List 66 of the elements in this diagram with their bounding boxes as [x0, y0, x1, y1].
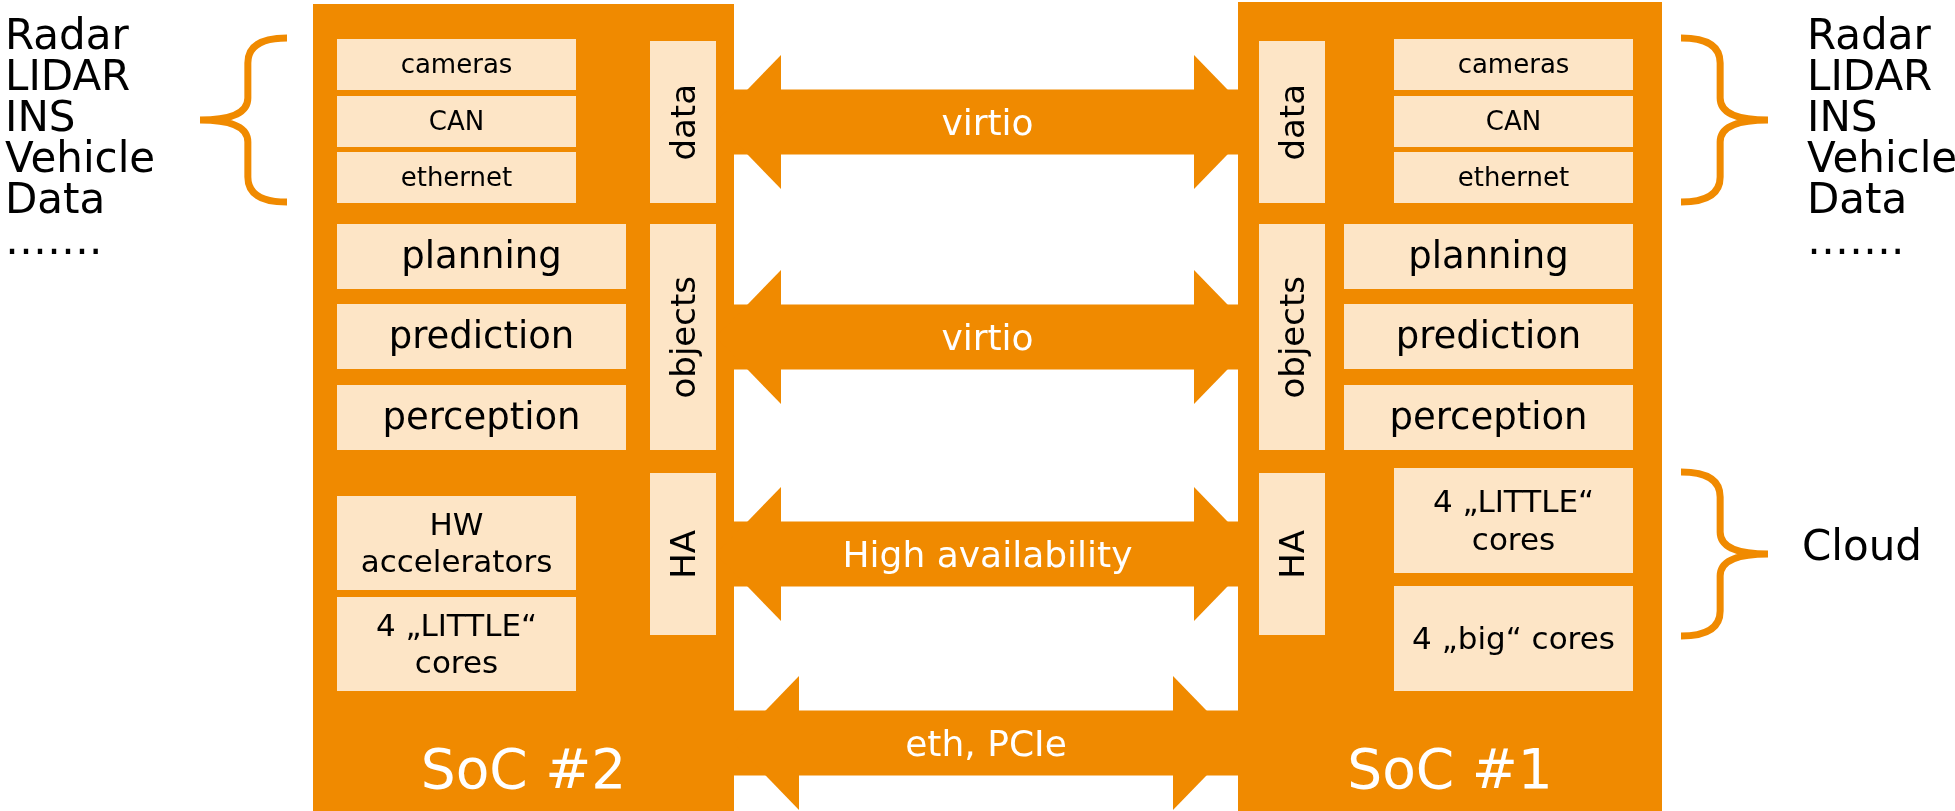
component-box [337, 39, 576, 90]
box-label: perception [1388, 395, 1589, 440]
box-label: planning [1407, 234, 1570, 279]
component-box [650, 224, 716, 450]
component-box [337, 96, 576, 147]
box-label: CAN [1484, 105, 1543, 138]
box-label: data [661, 83, 704, 161]
box-label: 4 „big“ cores [1411, 619, 1616, 658]
component-box [650, 41, 716, 203]
box-label: prediction [1394, 314, 1583, 359]
component-box [1259, 41, 1325, 203]
side-note: LIDAR [1807, 55, 1933, 97]
side-note: Radar [1807, 14, 1931, 56]
component-box [1259, 224, 1325, 450]
side-note: INS [1807, 96, 1878, 138]
side-note: Data [1807, 178, 1908, 220]
edge-label: eth, PCIe [905, 722, 1067, 764]
component-box [1344, 385, 1633, 450]
box-label: ethernet [1456, 161, 1571, 194]
component-box [337, 385, 626, 450]
component-box [1394, 468, 1633, 573]
component-box [1394, 96, 1633, 147]
component-box [337, 597, 576, 691]
box-label: objects [1270, 275, 1313, 399]
component-box [337, 304, 626, 369]
component-box [337, 496, 576, 590]
side-note: Data [5, 178, 106, 220]
side-note: Vehicle [5, 137, 156, 179]
box-label: HA [661, 529, 704, 579]
side-note: Vehicle [1807, 137, 1955, 179]
box-label: planning [400, 234, 563, 279]
box-label: objects [661, 275, 704, 399]
box-label: cameras [399, 48, 514, 81]
edge-label: High availability [842, 533, 1133, 575]
panel-title: SoC #2 [419, 737, 628, 801]
box-label: data [1270, 83, 1313, 161]
component-box [1394, 152, 1633, 203]
component-box [1344, 304, 1633, 369]
box-label: perception [381, 395, 582, 440]
component-box [1394, 39, 1633, 90]
box-label: ethernet [399, 161, 514, 194]
component-box [337, 152, 576, 203]
box-label: HW accelerators [359, 505, 554, 581]
side-note: Radar [5, 14, 129, 56]
side-note: ……. [5, 219, 103, 261]
soc-panel [313, 4, 734, 811]
side-note: Cloud [1802, 525, 1922, 567]
soc-panel [1238, 2, 1662, 811]
component-box [1259, 473, 1325, 635]
edge-label: virtio [941, 316, 1034, 358]
side-note: INS [5, 96, 76, 138]
box-label: 4 „LITTLE“ cores [374, 606, 539, 682]
component-box [1394, 586, 1633, 691]
component-box [1344, 224, 1633, 289]
box-label: cameras [1456, 48, 1571, 81]
double-arrow [734, 676, 1238, 810]
component-box [337, 224, 626, 289]
box-label: prediction [387, 314, 576, 359]
side-note: LIDAR [5, 55, 131, 97]
box-label: 4 „LITTLE“ cores [1431, 483, 1596, 558]
edge-label: virtio [941, 101, 1034, 143]
panel-title: SoC #1 [1346, 737, 1554, 801]
box-label: CAN [427, 105, 486, 138]
side-note: ……. [1807, 219, 1905, 261]
component-box [650, 473, 716, 635]
box-label: HA [1270, 529, 1313, 579]
